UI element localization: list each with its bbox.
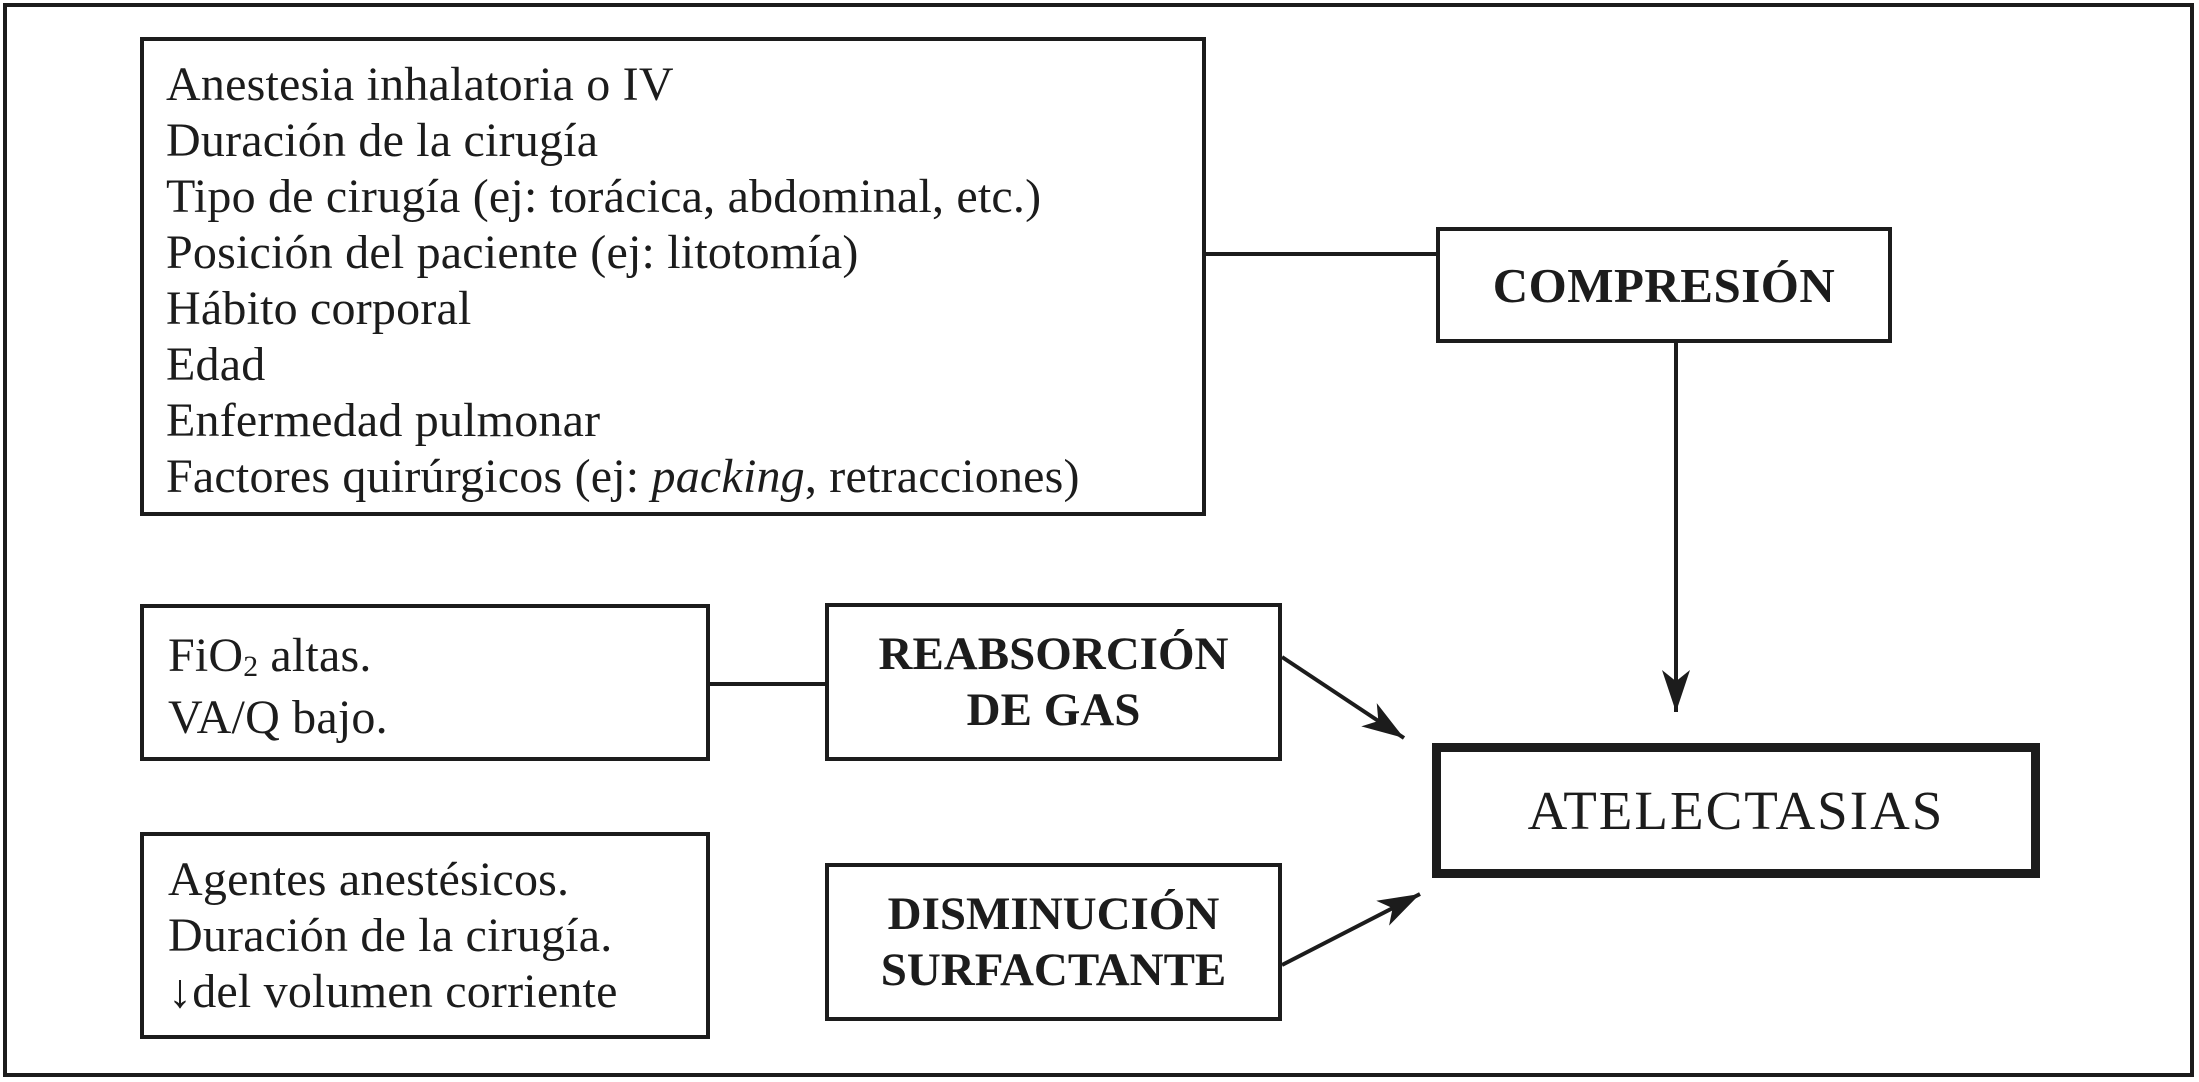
- packing-line-pre: Factores quirúrgicos (ej:: [166, 450, 652, 503]
- factor-line: Hábito corporal: [166, 282, 472, 335]
- factor-line: Edad: [166, 338, 266, 391]
- factor-line: VA/Q bajo.: [168, 691, 388, 744]
- factor-line-down-arrow: ↓del volumen corriente: [168, 965, 618, 1018]
- surfactant-decrease-label-line2: SURFACTANTE: [880, 944, 1227, 996]
- factor-line: Agentes anestésicos.: [168, 853, 570, 906]
- gas-resorption-label-line1: REABSORCIÓN: [878, 628, 1229, 680]
- packing-line-post: , retracciones): [804, 450, 1080, 503]
- surfactant-decrease-box: DISMINUCIÓN SURFACTANTE: [825, 863, 1282, 1021]
- fio2-base: FiO: [168, 629, 244, 682]
- factor-line-fio2: FiO2 altas.: [168, 628, 698, 690]
- gas-resorption-box: REABSORCIÓN DE GAS: [825, 603, 1282, 761]
- factor-line: Tipo de cirugía (ej: torácica, abdominal…: [166, 170, 1042, 223]
- compression-factors-box: Anestesia inhalatoria o IV Duración de l…: [140, 37, 1206, 516]
- gas-resorption-label-line2: DE GAS: [966, 684, 1141, 736]
- factor-line-packing: Factores quirúrgicos (ej: packing, retra…: [166, 449, 1194, 505]
- surfactant-factors-box: Agentes anestésicos. Duración de la ciru…: [140, 832, 710, 1039]
- surfactant-decrease-label-line1: DISMINUCIÓN: [887, 888, 1220, 940]
- atelectasias-box: ATELECTASIAS: [1432, 743, 2040, 878]
- factor-line: Duración de la cirugía: [166, 114, 599, 167]
- gas-resorption-factors-box: FiO2 altas. VA/Q bajo.: [140, 604, 710, 761]
- outer-border: [3, 3, 2194, 1077]
- factor-line: Enfermedad pulmonar: [166, 394, 601, 447]
- factor-line: Duración de la cirugía.: [168, 909, 613, 962]
- compression-box: COMPRESIÓN: [1436, 227, 1892, 343]
- packing-line-italic: packing: [651, 450, 805, 503]
- fio2-rest: altas.: [258, 629, 372, 682]
- atelectasias-label: ATELECTASIAS: [1527, 780, 1945, 841]
- fio2-subscript: 2: [243, 650, 259, 684]
- factor-line: Posición del paciente (ej: litotomía): [166, 226, 859, 279]
- compression-label: COMPRESIÓN: [1492, 257, 1836, 313]
- factor-line: Anestesia inhalatoria o IV: [166, 58, 674, 111]
